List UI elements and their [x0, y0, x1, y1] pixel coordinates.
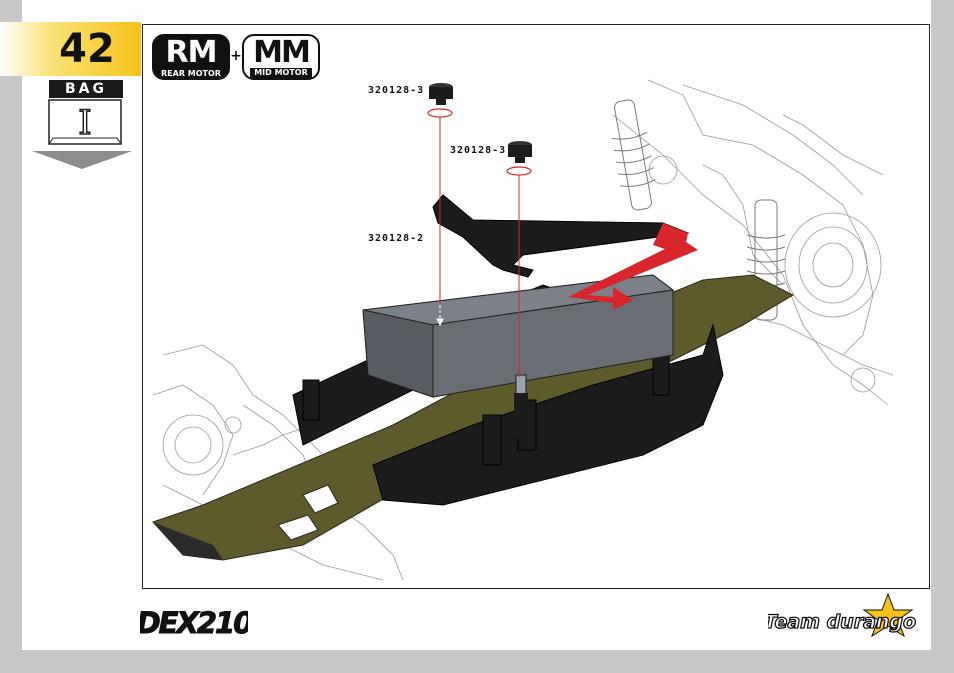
part-label-thumb-nut-2: 320128-3 [450, 145, 507, 156]
dex210-text: DEX210 [140, 606, 248, 640]
part-label-thumb-nut-1: 320128-3 [368, 85, 425, 96]
dex210-logo: DEX210 [140, 606, 248, 641]
team-durango-text: Team durango [768, 611, 916, 633]
guide-lines [436, 117, 520, 377]
bag-label: BAG [49, 80, 123, 98]
rear-motor-badge: RM REAR MOTOR [152, 34, 230, 80]
thumb-nut-2 [506, 141, 532, 176]
team-durango-logo: Team durango [768, 592, 917, 638]
shock-absorbers [611, 99, 786, 321]
step-tab [0, 22, 141, 76]
mid-motor-code: MM [253, 35, 311, 70]
red-arrow [568, 240, 698, 310]
standoff-post [514, 374, 528, 438]
down-arrow-icon [32, 151, 132, 169]
chassis-illustration [152, 79, 894, 581]
part-label-battery-strap: 320128-2 [368, 233, 425, 244]
mid-motor-caption: MID MOTOR [250, 68, 312, 78]
rear-motor-code: RM [165, 35, 218, 70]
rear-motor-caption: REAR MOTOR [161, 69, 221, 78]
step-number: 42 [59, 26, 115, 72]
bag-icon: I [48, 99, 122, 145]
mid-motor-badge: MM MID MOTOR [242, 34, 320, 80]
thumb-nut-1 [427, 83, 453, 118]
plus-sign: + [230, 48, 242, 64]
rear-suspension-lineart [612, 79, 894, 406]
bag-number: I [78, 103, 91, 143]
